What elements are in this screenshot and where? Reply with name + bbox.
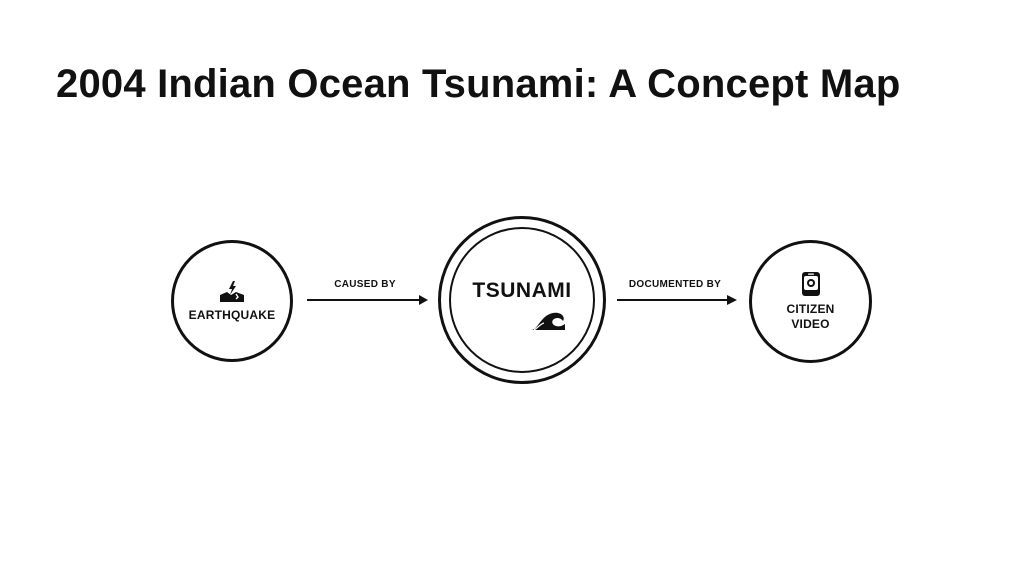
edge-caused-by-arrow	[307, 295, 428, 305]
node-citizen-video-label-line2: VIDEO	[791, 317, 830, 331]
diagram-title: 2004 Indian Ocean Tsunami: A Concept Map	[56, 62, 901, 106]
edge-caused-by-label: CAUSED BY	[334, 279, 396, 290]
node-citizen-video: CITIZEN VIDEO	[749, 240, 872, 363]
node-citizen-video-label-line1: CITIZEN	[786, 302, 835, 316]
node-tsunami: TSUNAMI	[438, 216, 606, 384]
node-earthquake-label: EARTHQUAKE	[188, 307, 276, 322]
edge-documented-by-arrow	[617, 295, 737, 305]
node-earthquake: EARTHQUAKE	[171, 240, 293, 362]
wave-icon	[531, 312, 565, 331]
earthquake-icon	[220, 280, 244, 302]
camera-phone-icon	[801, 272, 820, 296]
edge-documented-by-label: DOCUMENTED BY	[628, 279, 722, 290]
node-tsunami-label: TSUNAMI	[472, 278, 572, 302]
node-tsunami-inner-ring: TSUNAMI	[449, 227, 595, 373]
